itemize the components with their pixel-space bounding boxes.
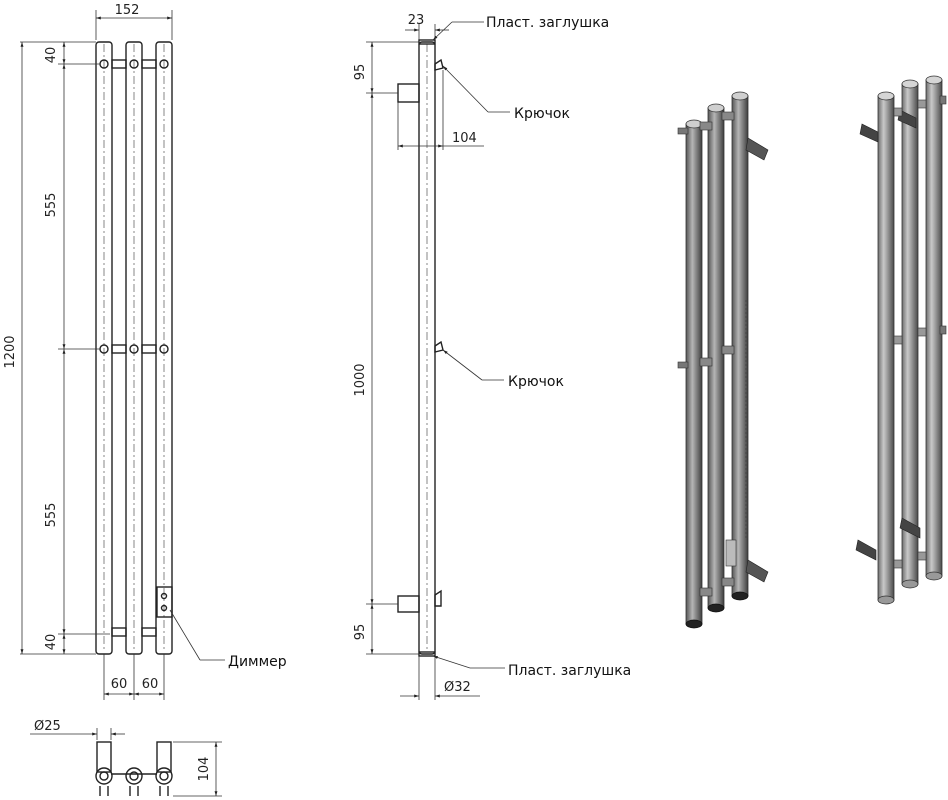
front-brackets	[99, 59, 169, 637]
side-length-dim: 1000	[353, 363, 368, 396]
side-view: 23 Пласт. заглушка Крючок Крючок Пласт. …	[353, 13, 631, 700]
side-top-offset-dim: 95	[353, 64, 368, 81]
hook-top-label: Крючок	[514, 106, 570, 122]
bottom-view: Ø25 104	[30, 719, 222, 797]
cap-top-label: Пласт. заглушка	[486, 15, 609, 31]
side-top-width-dim: 23	[408, 13, 425, 28]
iso-view-front	[855, 75, 947, 605]
seg-upper-dim: 555	[44, 193, 59, 218]
iso-view-back	[677, 91, 769, 629]
hook-mid-label: Крючок	[508, 374, 564, 390]
dimmer-box	[156, 586, 225, 661]
dimmer-label: Диммер	[228, 654, 287, 670]
side-diameter-dim: Ø32	[444, 680, 471, 695]
spacing-right-dim: 60	[142, 677, 159, 692]
seg-lower-dim: 555	[44, 503, 59, 528]
side-bottom-offset-dim: 95	[353, 624, 368, 641]
seg-top-dim: 40	[44, 47, 59, 64]
front-width-dim: 152	[115, 3, 140, 18]
front-height-dim: 1200	[3, 335, 18, 368]
seg-bottom-dim: 40	[44, 634, 59, 651]
side-depth-dim: 104	[452, 131, 477, 146]
spacing-left-dim: 60	[111, 677, 128, 692]
cap-bottom-label: Пласт. заглушка	[508, 663, 631, 679]
bottom-depth-dim: 104	[197, 757, 212, 782]
bottom-diameter-dim: Ø25	[34, 719, 61, 734]
front-view: Диммер 152 1200 40 555 555 40 60 60	[3, 3, 287, 700]
